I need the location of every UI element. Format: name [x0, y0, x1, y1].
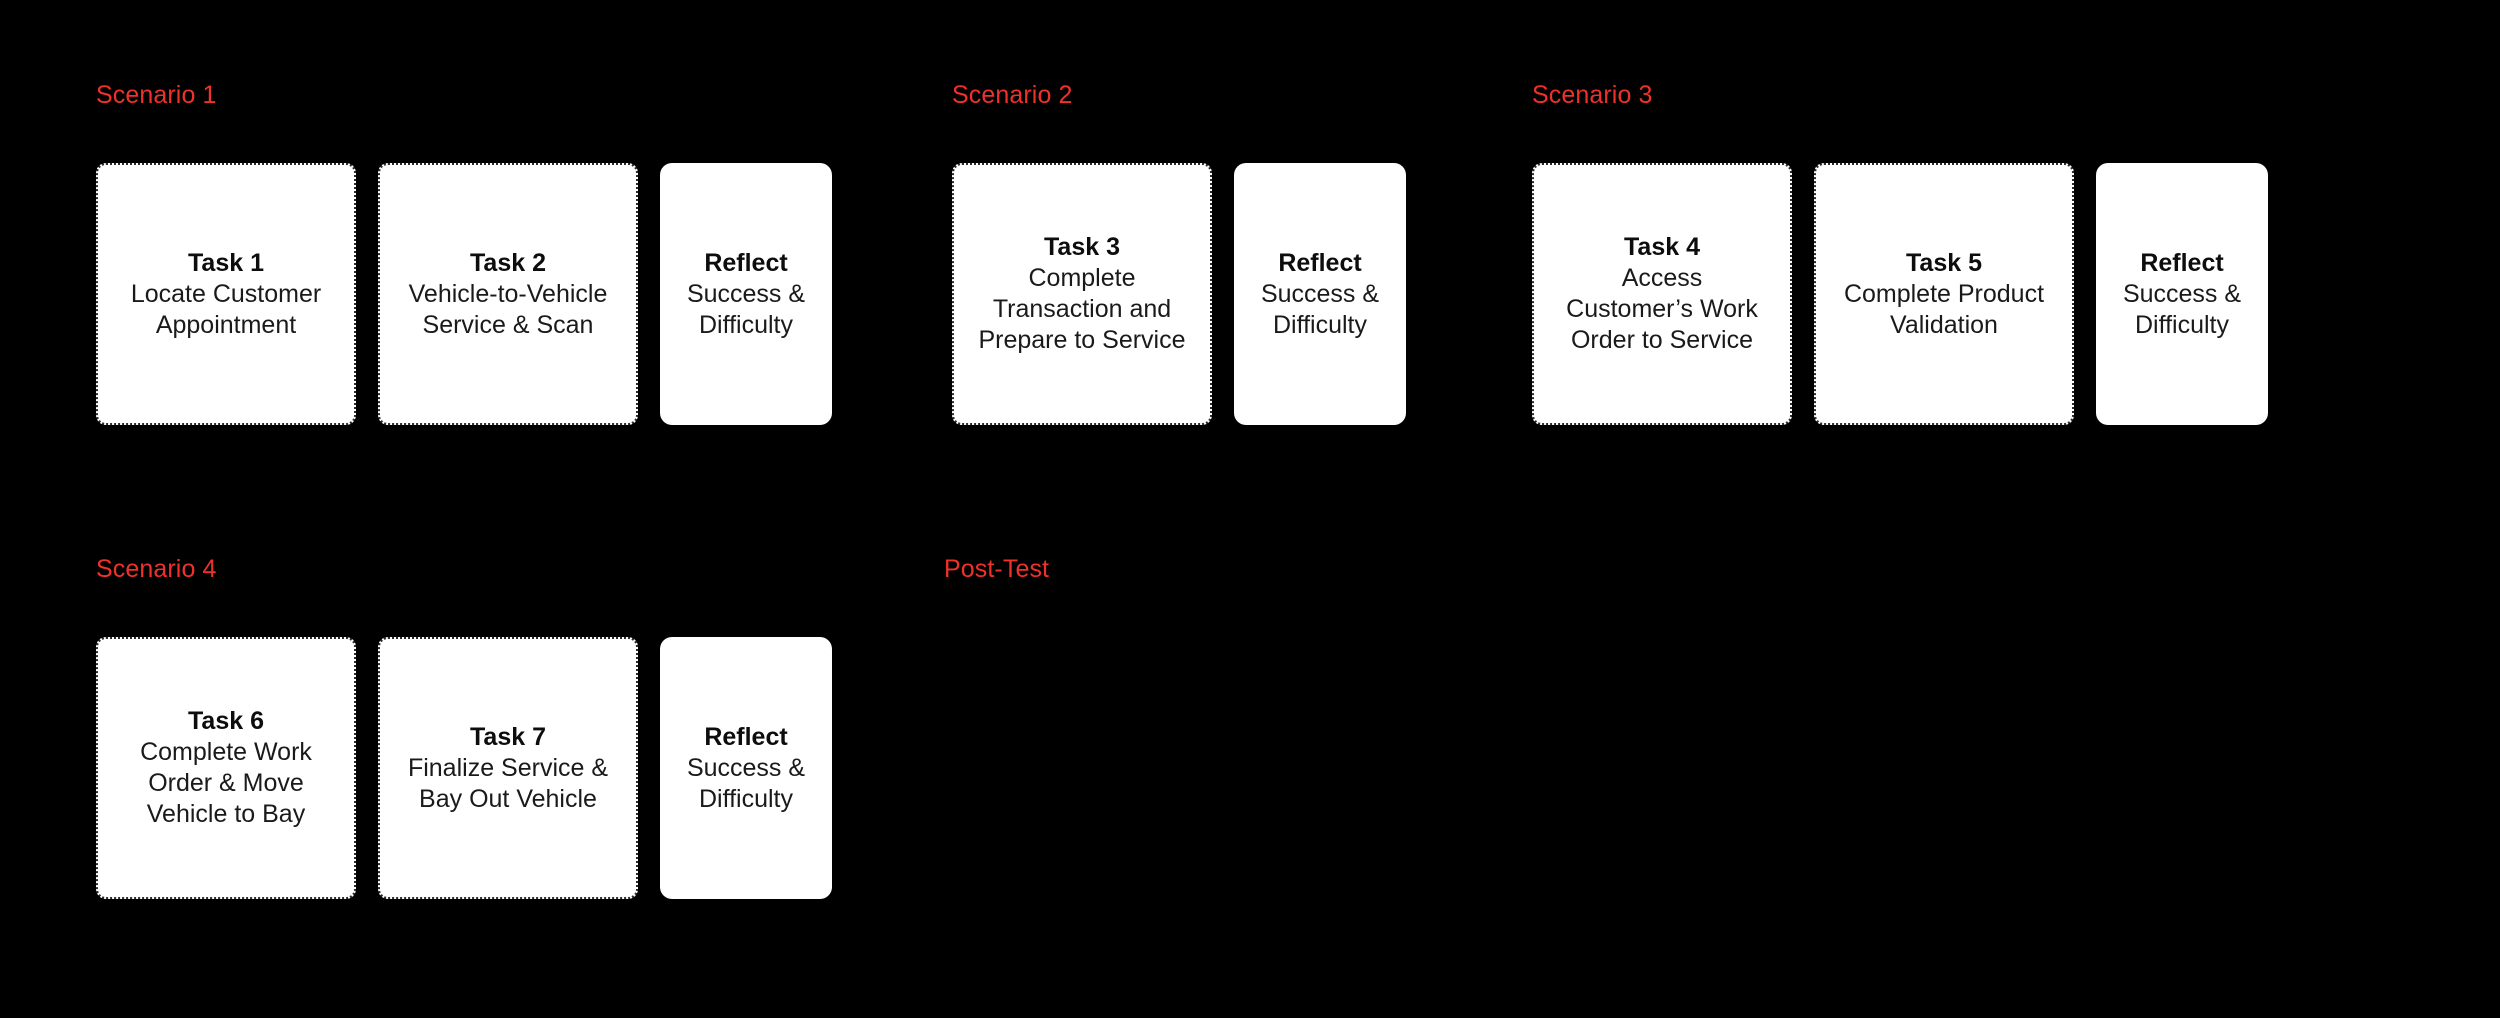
scenario-label-1: Scenario 1: [96, 81, 217, 109]
card-title: Task 1: [188, 248, 264, 277]
card-title: Task 5: [1906, 248, 1982, 277]
scenario-label-3: Scenario 3: [1532, 81, 1653, 109]
card-description: Vehicle-to-Vehicle Service & Scan: [408, 279, 608, 339]
card-description: Locate Customer Appointment: [130, 279, 322, 339]
card-title: Reflect: [2140, 248, 2224, 277]
card-description: Success & Difficulty: [2122, 279, 2242, 339]
card-title: Task 3: [1044, 233, 1120, 261]
scenario-row-2: Scenario 4 Task 6 Complete Work Order & …: [0, 474, 2500, 944]
reflect-card[interactable]: Reflect Success & Difficulty: [660, 637, 832, 899]
card-strip-3: Task 4 Access Customer’s Work Order to S…: [1532, 163, 2268, 425]
task-card[interactable]: Task 4 Access Customer’s Work Order to S…: [1532, 163, 1792, 425]
task-card[interactable]: Task 3 Complete Transaction and Prepare …: [952, 163, 1212, 425]
card-description: Access Customer’s Work Order to Service: [1566, 264, 1758, 354]
task-card[interactable]: Task 1 Locate Customer Appointment: [96, 163, 356, 425]
scenario-label-4: Scenario 4: [96, 555, 217, 583]
task-card[interactable]: Task 7 Finalize Service & Bay Out Vehicl…: [378, 637, 638, 899]
card-title: Reflect: [704, 248, 788, 277]
post-test-label: Post-Test: [944, 555, 1050, 583]
card-description: Success & Difficulty: [686, 279, 806, 339]
scenario-row-1: Scenario 1 Task 1 Locate Customer Appoin…: [0, 0, 2500, 470]
card-title: Task 2: [470, 248, 546, 277]
card-title: Task 7: [470, 722, 546, 751]
card-title: Task 4: [1624, 233, 1700, 261]
reflect-card[interactable]: Reflect Success & Difficulty: [1234, 163, 1406, 425]
task-card[interactable]: Task 2 Vehicle-to-Vehicle Service & Scan: [378, 163, 638, 425]
task-card[interactable]: Task 6 Complete Work Order & Move Vehicl…: [96, 637, 356, 899]
card-strip-2: Task 3 Complete Transaction and Prepare …: [952, 163, 1406, 425]
card-title: Task 6: [188, 707, 264, 735]
card-title: Reflect: [1278, 248, 1362, 277]
reflect-card[interactable]: Reflect Success & Difficulty: [660, 163, 832, 425]
card-description: Finalize Service & Bay Out Vehicle: [407, 753, 609, 813]
card-description: Complete Transaction and Prepare to Serv…: [978, 264, 1186, 354]
card-strip-1: Task 1 Locate Customer Appointment Task …: [96, 163, 832, 425]
card-description: Complete Work Order & Move Vehicle to Ba…: [140, 738, 312, 828]
card-description: Success & Difficulty: [1260, 279, 1380, 339]
reflect-card[interactable]: Reflect Success & Difficulty: [2096, 163, 2268, 425]
card-description: Success & Difficulty: [686, 753, 806, 813]
card-title: Reflect: [704, 722, 788, 751]
task-card[interactable]: Task 5 Complete Product Validation: [1814, 163, 2074, 425]
scenario-label-2: Scenario 2: [952, 81, 1073, 109]
card-description: Complete Product Validation: [1843, 279, 2045, 339]
card-strip-4: Task 6 Complete Work Order & Move Vehicl…: [96, 637, 832, 899]
